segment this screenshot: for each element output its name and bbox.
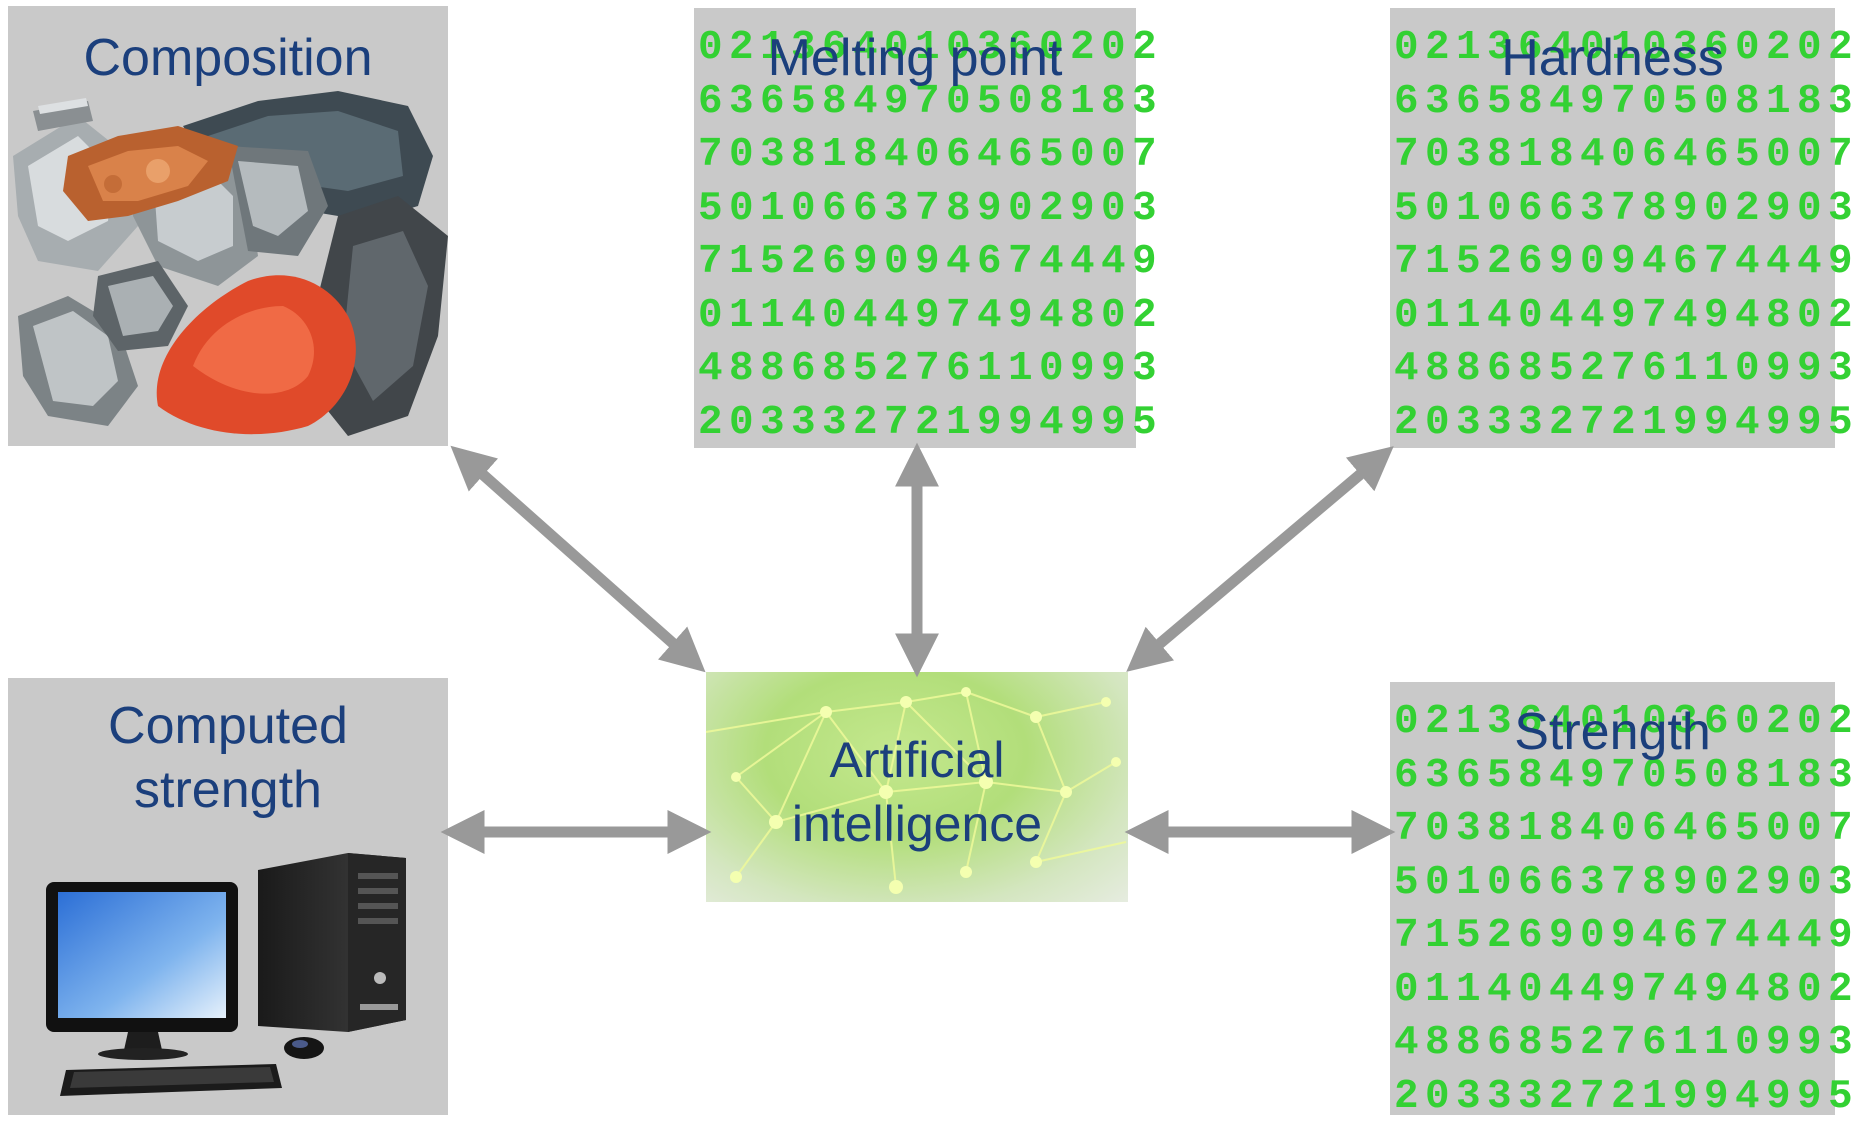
digit-row: 715269094674449 bbox=[1394, 910, 1859, 964]
digit-row: 501066378902903 bbox=[1394, 183, 1859, 237]
digit-row: 203332721994995 bbox=[698, 397, 1163, 451]
digit-row: 488685276110993 bbox=[698, 343, 1163, 397]
strength-title: Strength bbox=[1390, 700, 1835, 764]
digit-row: 501066378902903 bbox=[698, 183, 1163, 237]
melting-point-title: Melting point bbox=[694, 26, 1136, 90]
digit-row: 203332721994995 bbox=[1394, 397, 1859, 451]
digit-row: 501066378902903 bbox=[1394, 857, 1859, 911]
digit-row: 703818406465007 bbox=[698, 129, 1163, 183]
digit-row: 703818406465007 bbox=[1394, 129, 1859, 183]
hardness-panel: 021364010360202 636584970508183 70381840… bbox=[1390, 8, 1835, 448]
strength-panel: 021364010360202 636584970508183 70381840… bbox=[1390, 682, 1835, 1115]
digit-row: 715269094674449 bbox=[698, 236, 1163, 290]
digit-row: 488685276110993 bbox=[1394, 343, 1859, 397]
ai-title-line1: Artificial bbox=[706, 728, 1128, 792]
digit-row: 011404497494802 bbox=[698, 290, 1163, 344]
composition-title: Composition bbox=[8, 26, 448, 90]
ai-title-line2: intelligence bbox=[706, 792, 1128, 856]
computed-strength-title-line1: Computed bbox=[8, 694, 448, 758]
melting-point-panel: 021364010360202 636584970508183 70381840… bbox=[694, 8, 1136, 448]
digit-row: 011404497494802 bbox=[1394, 290, 1859, 344]
arrow-hardness-ai bbox=[1138, 456, 1382, 662]
computed-strength-title-line2: strength bbox=[8, 758, 448, 822]
artificial-intelligence-panel: Artificial intelligence bbox=[706, 672, 1128, 902]
computed-strength-panel: Computed strength bbox=[8, 678, 448, 1115]
digit-row: 011404497494802 bbox=[1394, 964, 1859, 1018]
digit-row: 715269094674449 bbox=[1394, 236, 1859, 290]
hardness-title: Hardness bbox=[1390, 26, 1835, 90]
digit-row: 703818406465007 bbox=[1394, 803, 1859, 857]
arrow-composition-ai bbox=[462, 456, 694, 662]
digit-row: 488685276110993 bbox=[1394, 1017, 1859, 1071]
composition-panel: Composition bbox=[8, 6, 448, 446]
digit-row: 203332721994995 bbox=[1394, 1071, 1859, 1124]
